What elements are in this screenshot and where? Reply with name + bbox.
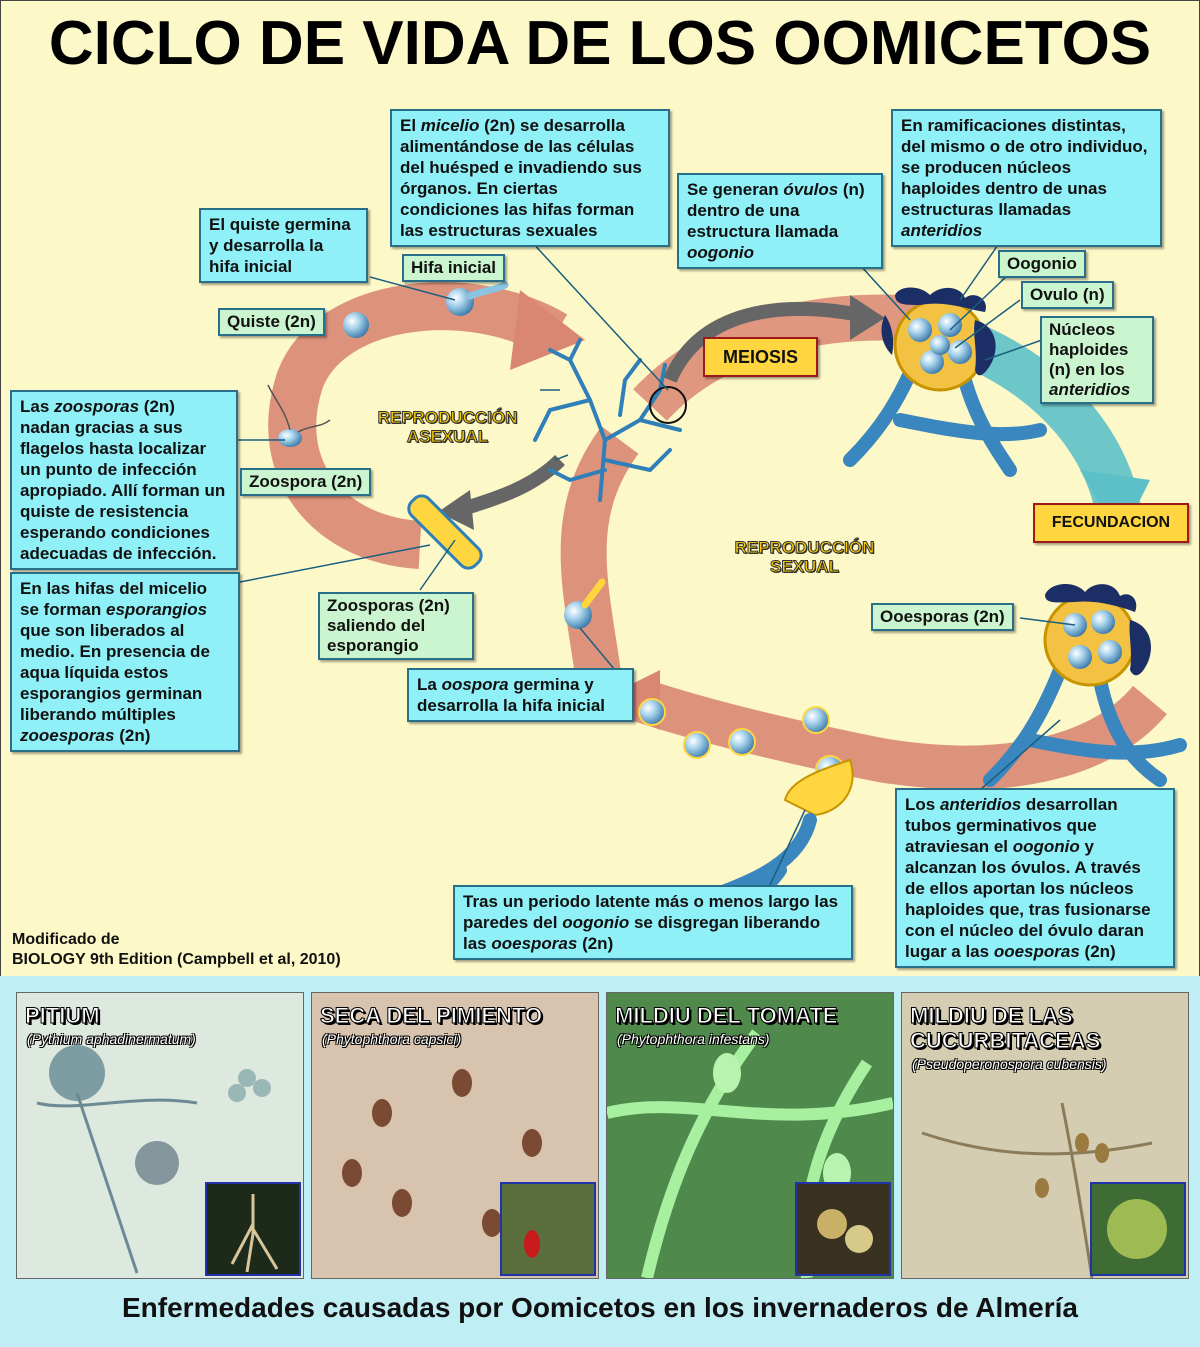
sexual-cycle-arrow-bottom [633,679,1167,790]
anteridios-formation-note: En ramificaciones distintas, del mismo o… [891,109,1162,247]
grey-arrowhead-sporangium [438,490,474,530]
leader-lines [237,239,1076,886]
grey-arrow-to-sporangium [457,454,565,517]
label-oogonio: Oogonio [998,250,1086,278]
esporangios-note: En las hifas del micelio se forman espor… [10,572,240,752]
micelio-note: El micelio (2n) se desarrolla alimentánd… [390,109,670,247]
grey-arrowhead-oogonio [850,295,885,340]
asexual-cycle-arrowhead [510,290,585,370]
photo-species: (Phytophthora infestans) [617,1031,770,1047]
ovulos-note: Se generan óvulos (n) dentro de una estr… [677,173,883,269]
photo-mildiu-tomate: MILDIU DEL TOMATE (Phytophthora infestan… [606,992,894,1279]
photo-species: (Pseudoperonospora cubensis) [912,1056,1107,1072]
meiosis-label: MEIOSIS [703,337,818,377]
photo-title: MILDIU DE LAS CUCURBITACEAS [910,1003,1101,1054]
oogonium-bottom-icon [983,584,1187,787]
cucumber-leaf-inset-icon [1090,1182,1186,1276]
sexual-cycle-arrow-top [633,294,933,422]
root-inset-icon [205,1182,301,1276]
photo-title: SECA DEL PIMIENTO [320,1003,543,1029]
photo-mildiu-cucurbitaceas: MILDIU DE LAS CUCURBITACEAS (Pseudoperon… [901,992,1189,1279]
life-cycle-diagram [237,239,1187,937]
label-nucleos-haploides: Núcleos haploides (n) en los anteridios [1040,316,1154,404]
label-ooesporas: Ooesporas (2n) [871,603,1014,631]
pitium-micrograph-icon [17,993,303,1278]
source-credit: Modificado de BIOLOGY 9th Edition (Campb… [12,931,341,968]
page-title: CICLO DE VIDA DE LOS OOMICETOS [48,9,1152,78]
initial-hypha-cyst-icon [446,288,474,316]
oospora-germina-note: La oospora germina y desarrolla la hifa … [407,668,634,722]
photo-title: MILDIU DEL TOMATE [615,1003,838,1029]
grey-arrow-to-oogonio [663,301,862,383]
label-ovulo: Ovulo (n) [1021,281,1114,309]
label-quiste: Quiste (2n) [218,308,325,336]
photo-pitium: PITIUM (Pythium aphadinermatum) [16,992,304,1279]
sporangium-icon [407,494,483,570]
label-zoospora: Zoospora (2n) [240,468,372,496]
mycelium-icon [533,338,682,502]
photo-species: (Pythium aphadinermatum) [27,1031,196,1047]
initial-hypha-icon [466,281,509,300]
photo-species: (Phytophthora capsici) [322,1031,462,1047]
label-zoosporas-saliendo: Zoosporas (2n) saliendo del esporangio [318,592,474,660]
quiste-germina-note: El quiste germina y desarrolla la hifa i… [199,208,368,283]
oospore-hypha-icon [581,578,606,609]
broken-oogonium-icon [783,758,854,817]
photo-seca-pimiento: SECA DEL PIMIENTO (Phytophthora capsici) [311,992,599,1279]
anteridios-fertilization-note: Los anteridios desarrollan tubos germina… [895,788,1175,968]
footer-caption: Enfermedades causadas por Oomicetos en l… [122,1292,1078,1323]
pepper-inset-icon [500,1182,596,1276]
mycelium-zoom-circle [649,386,687,424]
latente-note: Tras un periodo latente más o menos larg… [453,885,853,960]
photo-title: PITIUM [25,1003,101,1029]
zoospore-icon [278,429,302,447]
oogonium-top-icon [843,287,1047,477]
fecundacion-label: FECUNDACION [1033,503,1189,543]
tomato-inset-icon [795,1182,891,1276]
zoospore-flagella-icon [267,384,331,433]
zoosporas-note: Las zoosporas (2n) nadan gracias a sus f… [10,390,238,570]
label-hifa-inicial: Hifa inicial [402,254,506,282]
cyst-icon [343,312,369,338]
